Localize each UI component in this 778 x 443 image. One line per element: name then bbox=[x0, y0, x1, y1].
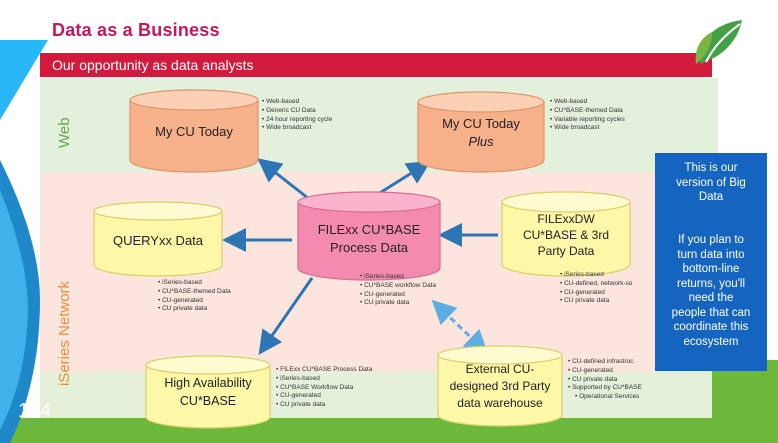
node-filexxdw: FILExxDW CU*BASE & 3rd Party Data bbox=[500, 190, 632, 278]
node-label: CU*BASE & 3rd bbox=[522, 228, 610, 242]
node-label: My CU Today bbox=[442, 116, 520, 131]
page-number: 144 bbox=[18, 400, 52, 422]
callout-line: need the bbox=[688, 292, 734, 304]
note: CU*BASE workflow Data bbox=[360, 282, 436, 291]
leaf-logo-icon bbox=[695, 20, 742, 64]
node-label: External CU- bbox=[465, 362, 535, 376]
callout-line: Data bbox=[698, 191, 724, 203]
callout-line: turn data into bbox=[677, 248, 745, 261]
subtitle: Our opportunity as data analysts bbox=[52, 57, 254, 73]
note: Web-based bbox=[262, 98, 332, 107]
node-label: CU*BASE bbox=[179, 394, 237, 408]
footer-strip bbox=[0, 418, 778, 443]
node-label: High Availability bbox=[164, 376, 252, 390]
note: iSeries-based bbox=[276, 375, 372, 384]
arrow-dashed-external bbox=[431, 299, 489, 355]
callout-line: version of Big bbox=[676, 176, 746, 189]
note: CU private data bbox=[568, 376, 642, 385]
note: CU-generated bbox=[360, 291, 436, 300]
node-my-cu-today: My CU Today bbox=[128, 88, 260, 174]
notes-external: CU-defined infrastruc CU-generated CU pr… bbox=[568, 358, 642, 402]
callout-box: This is our version of Big Data If you p… bbox=[655, 153, 767, 371]
node-label: Process Data bbox=[329, 240, 409, 255]
callout-line: returns, you'll bbox=[676, 277, 746, 290]
callout-heading: This is our version of Big Data bbox=[655, 161, 767, 205]
note: CU-generated bbox=[568, 367, 642, 376]
note: Web-based bbox=[550, 98, 625, 107]
note: FILExx CU*BASE Process Data bbox=[276, 366, 372, 375]
page-title: Data as a Business bbox=[52, 20, 220, 40]
callout-body: If you plan to turn data into bottom-lin… bbox=[655, 233, 767, 349]
callout-line: This is our bbox=[684, 162, 738, 174]
node-queryxx: QUERYxx Data bbox=[92, 200, 224, 278]
note: iSeries-based bbox=[158, 279, 231, 288]
callout-line: coordinate this bbox=[673, 321, 749, 333]
callout-line: If you plan to bbox=[678, 234, 744, 246]
node-label: FILExx CU*BASE bbox=[317, 222, 421, 237]
node-label: My CU Today bbox=[155, 124, 233, 139]
note: CU-defined infrastruc bbox=[568, 358, 642, 367]
callout-line: ecosystem bbox=[683, 335, 739, 348]
note: CU private data bbox=[560, 297, 632, 306]
note: CU*BASE-themed Data bbox=[158, 288, 231, 297]
node-external: External CU- designed 3rd Party data war… bbox=[436, 344, 564, 428]
callout-line: people that can bbox=[671, 306, 751, 319]
footer-strip-corner bbox=[712, 360, 778, 443]
note: Wide broadcast bbox=[262, 124, 332, 133]
callout-line: bottom-line bbox=[682, 263, 740, 275]
note: 24 hour reporting cycle bbox=[262, 116, 332, 125]
note: iSeries-based bbox=[560, 271, 632, 280]
note: CU*BASE Workflow Data bbox=[276, 384, 372, 393]
note: CU-generated bbox=[276, 392, 372, 401]
note: CU-generated bbox=[158, 297, 231, 306]
note: CU private data bbox=[276, 401, 372, 410]
arrow-to-my-cu-today-plus bbox=[377, 160, 432, 196]
node-label: Party Data bbox=[537, 244, 595, 258]
node-label: QUERYxx Data bbox=[112, 233, 204, 248]
note: CU*BASE-themed Data bbox=[550, 107, 625, 116]
arrow-to-high-availability bbox=[258, 277, 314, 355]
decorative-swoosh-icon bbox=[0, 40, 48, 443]
subtitle-banner: Our opportunity as data analysts bbox=[40, 53, 712, 77]
note: CU private data bbox=[360, 299, 436, 308]
node-label-plus: Plus bbox=[468, 134, 494, 149]
notes-queryxx: iSeries-based CU*BASE-themed Data CU-gen… bbox=[158, 279, 231, 314]
node-label: FILExxDW bbox=[537, 212, 595, 226]
note: Wide broadcast bbox=[550, 124, 625, 133]
notes-my-cu-today: Web-based Generic CU Data 24 hour report… bbox=[262, 98, 332, 133]
note: Supported by CU*BASE bbox=[568, 384, 642, 393]
notes-filexxdw: iSeries-based CU-defined, network-so CU-… bbox=[560, 271, 632, 306]
note: Variable reporting cycles bbox=[550, 116, 625, 125]
note: iSeries-based bbox=[360, 273, 436, 282]
note: CU-generated bbox=[560, 289, 632, 298]
node-my-cu-today-plus: My CU Today Plus bbox=[416, 90, 546, 174]
note: CU-defined, network-so bbox=[560, 280, 632, 289]
node-high-availability: High Availability CU*BASE bbox=[144, 354, 272, 430]
node-filexx: FILExx CU*BASE Process Data bbox=[296, 190, 442, 282]
notes-high-availability: FILExx CU*BASE Process Data iSeries-base… bbox=[276, 366, 372, 410]
node-label: data warehouse bbox=[457, 396, 543, 410]
node-label: designed 3rd Party bbox=[449, 379, 551, 393]
notes-my-cu-today-plus: Web-based CU*BASE-themed Data Variable r… bbox=[550, 98, 625, 133]
note: Operational Services bbox=[568, 393, 642, 402]
notes-filexx: iSeries-based CU*BASE workflow Data CU-g… bbox=[360, 273, 436, 308]
note: CU private data bbox=[158, 305, 231, 314]
note: Generic CU Data bbox=[262, 107, 332, 116]
